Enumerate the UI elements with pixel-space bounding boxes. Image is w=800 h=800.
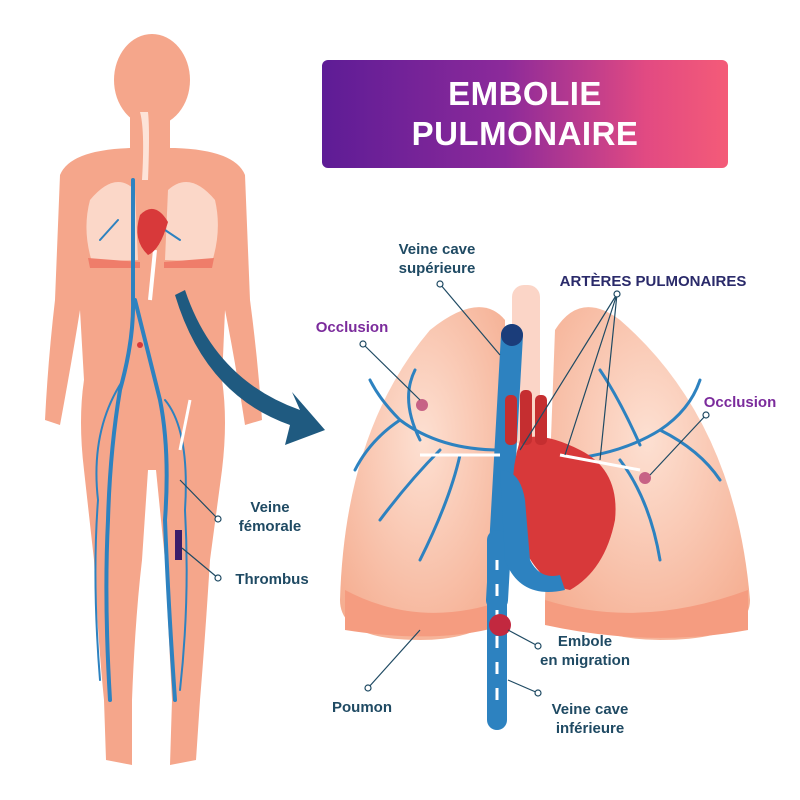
label-line: Veine cave [398, 241, 476, 258]
label-veine-cave-inferieure: Veine cave inférieure [535, 700, 645, 738]
title-line-1: EMBOLIE [448, 75, 602, 112]
label-veine-femorale: Veine fémorale [220, 498, 320, 536]
label-line: fémorale [238, 518, 302, 535]
label-line: Veine [250, 499, 290, 516]
label-embole-en-migration: Embole en migration [530, 632, 640, 670]
label-occlusion-right: Occlusion [703, 394, 777, 411]
thrombus-mark [175, 530, 182, 560]
label-line: inférieure [555, 720, 625, 737]
label-line: Embole [557, 633, 613, 650]
body-flow-arrow [148, 249, 157, 301]
human-body [45, 34, 262, 765]
label-thrombus: Thrombus [235, 571, 309, 588]
label-line: en migration [539, 652, 630, 669]
label-occlusion-left: Occlusion [315, 319, 389, 336]
pulmonary-flow-arrows [420, 453, 641, 472]
zoom-arrow [175, 290, 325, 445]
occlusion-left-mark [416, 399, 428, 411]
embolus-mark [137, 342, 143, 348]
pulmonary-vessels [353, 368, 722, 582]
body-flow-arrow-leg [178, 399, 192, 451]
title-line-2: PULMONAIRE [411, 115, 639, 152]
body-veins [94, 178, 188, 702]
body-heart [137, 208, 168, 255]
occlusion-right-mark [639, 472, 651, 484]
body-trachea [140, 112, 149, 180]
label-line: Veine cave [551, 701, 629, 718]
label-line: supérieure [398, 260, 476, 277]
body-lungs [86, 182, 218, 268]
label-poumon: Poumon [332, 699, 392, 716]
heart [500, 390, 616, 592]
leader-lines [179, 280, 710, 697]
migrating-embolus [489, 614, 511, 636]
title-banner: EMBOLIE PULMONAIRE [322, 60, 728, 168]
label-arteres-pulmonaires: ARTÈRES PULMONAIRES [559, 273, 747, 290]
label-veine-cave-superieure: Veine cave supérieure [372, 240, 502, 278]
